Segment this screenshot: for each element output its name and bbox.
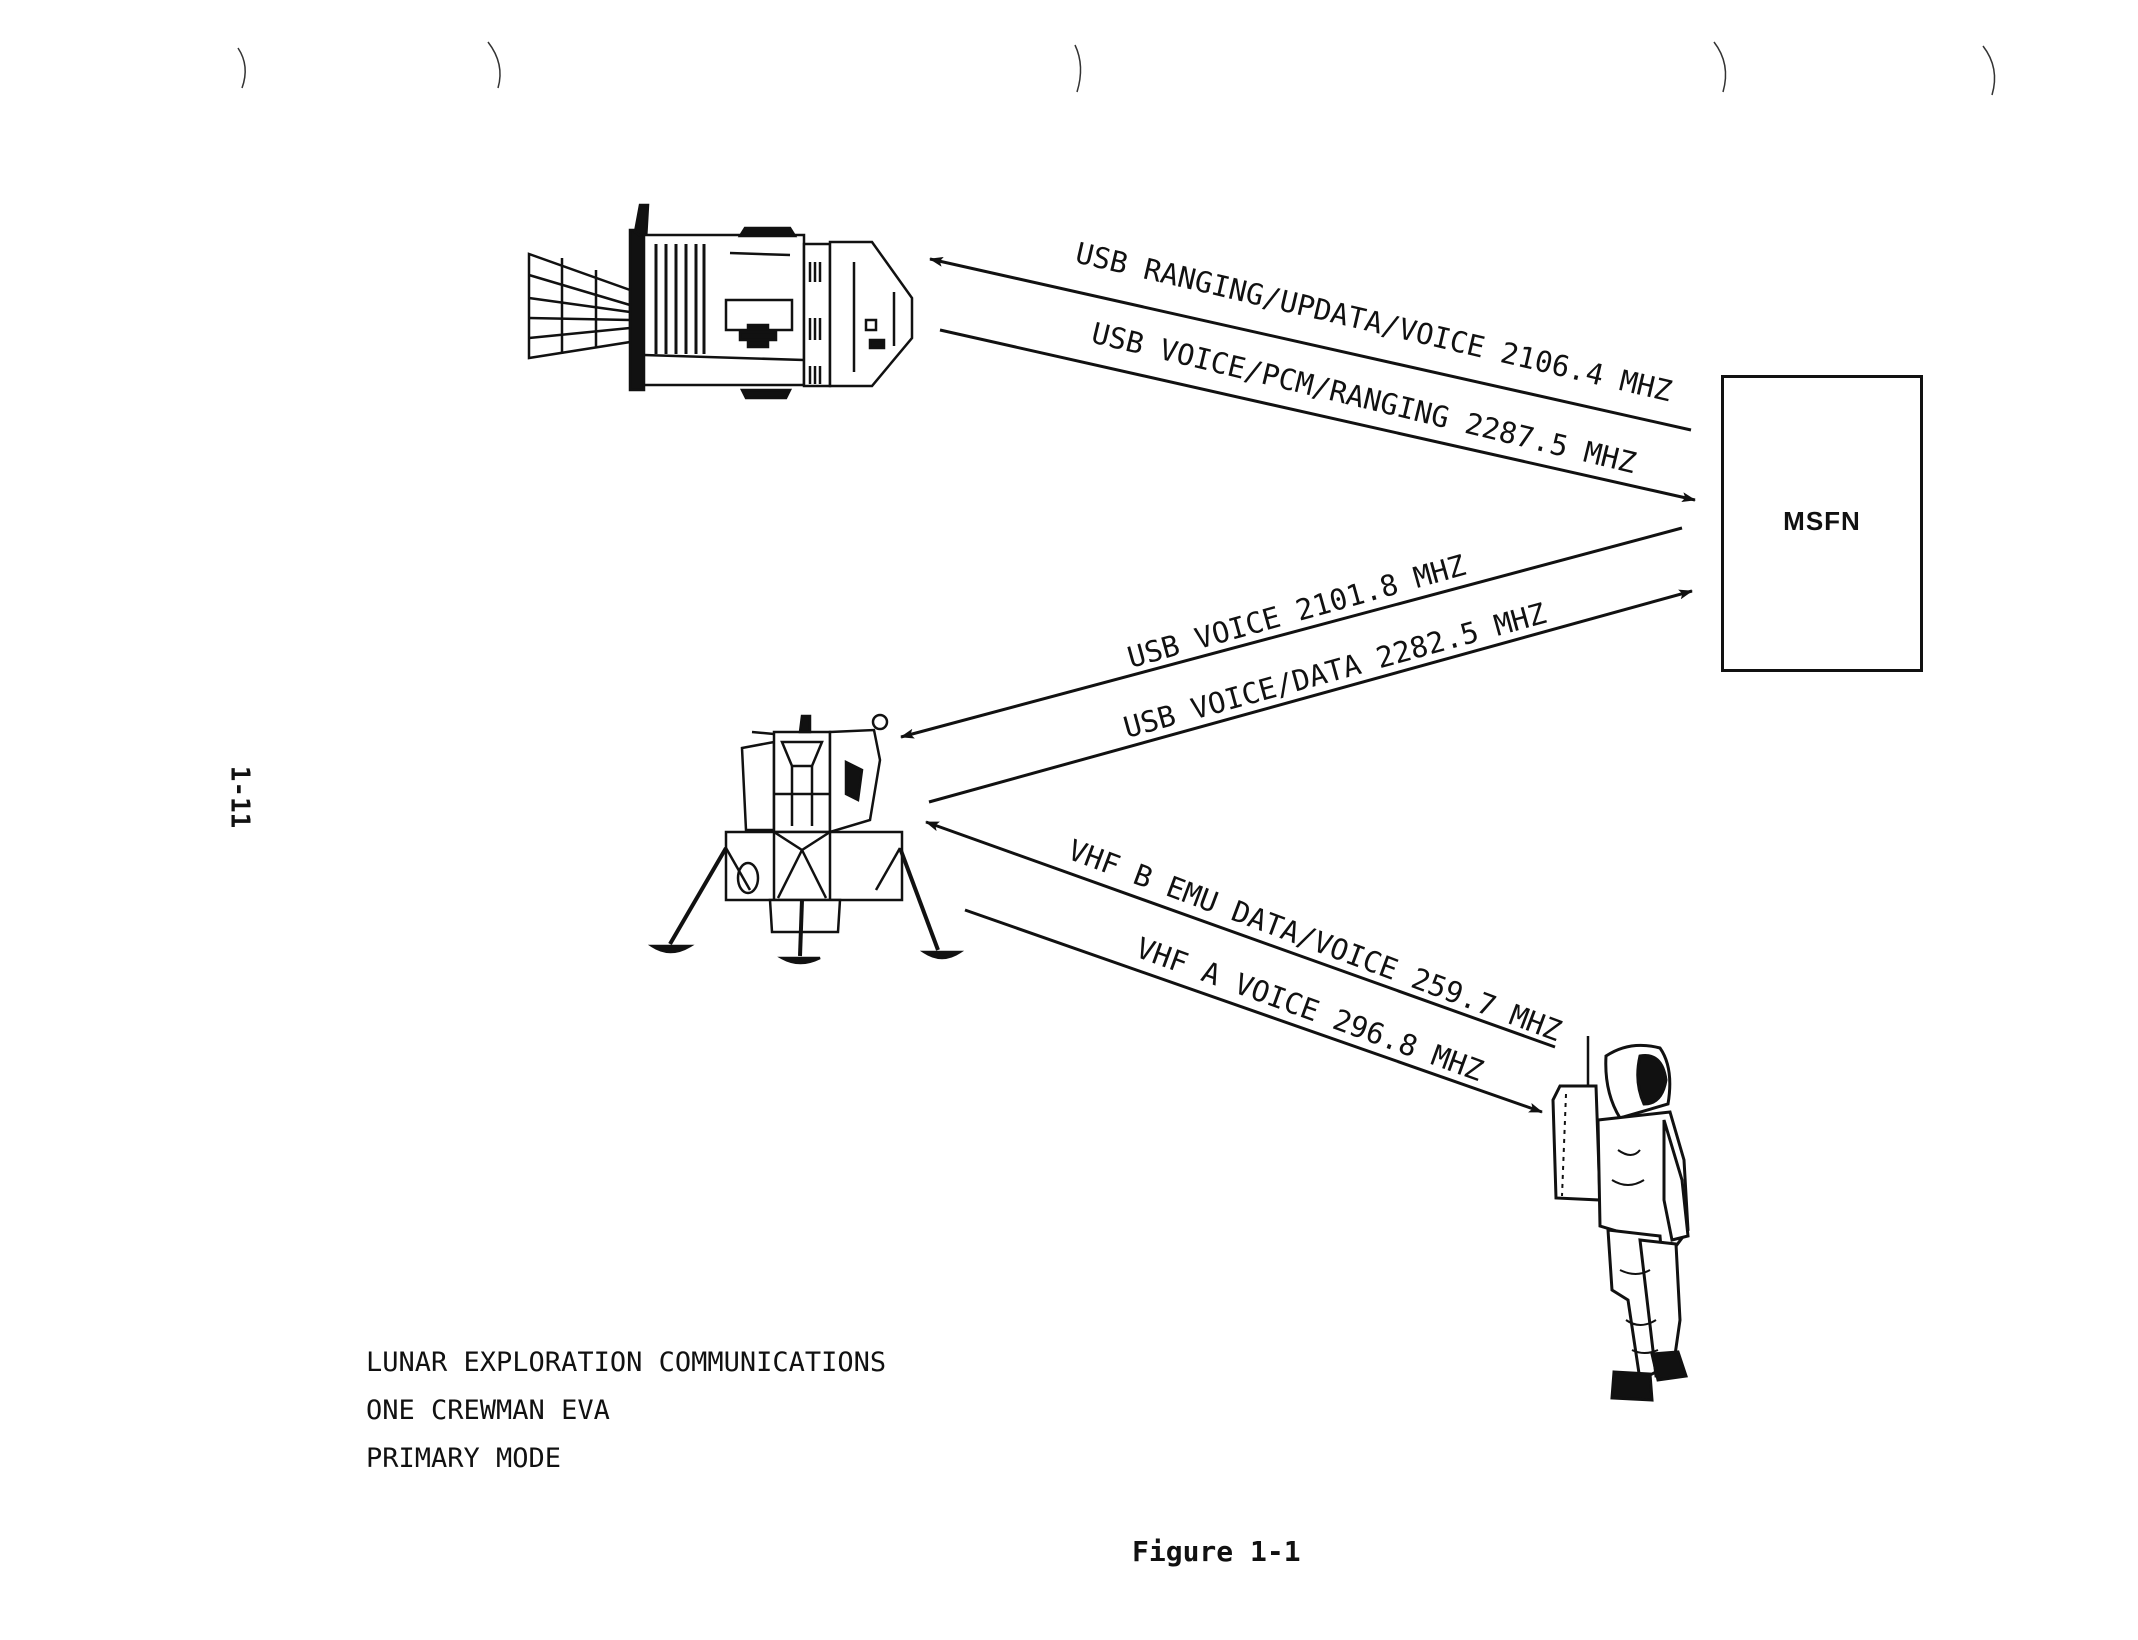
link-label-csm-to-msfn: USB VOICE/PCM/RANGING 2287.5 MHZ xyxy=(1088,316,1639,480)
binder-mark xyxy=(1074,44,1082,93)
link-arrow-eva-to-lm xyxy=(925,820,1556,1049)
link-arrow-lm-to-msfn xyxy=(928,589,1693,804)
link-arrow-msfn-to-csm xyxy=(929,256,1692,432)
astronaut-icon xyxy=(1551,1036,1690,1402)
title-line-3: PRIMARY MODE xyxy=(366,1443,562,1474)
title-line-1: LUNAR EXPLORATION COMMUNICATIONS xyxy=(366,1347,887,1378)
binder-mark xyxy=(487,41,501,89)
binder-mark xyxy=(1982,45,1996,96)
link-arrow-lm-to-eva xyxy=(964,908,1543,1114)
link-arrow-csm-to-msfn xyxy=(939,328,1696,503)
lunar-module-icon xyxy=(647,713,965,965)
binder-mark xyxy=(237,47,246,89)
title-line-2: ONE CREWMAN EVA xyxy=(366,1395,610,1426)
page-number: 1-11 xyxy=(224,765,255,829)
csm-spacecraft-icon xyxy=(527,203,914,400)
msfn-ground-station-box: MSFN xyxy=(1721,375,1923,672)
comm-links xyxy=(900,256,1696,1114)
figure-caption: Figure 1-1 xyxy=(1132,1535,1301,1568)
link-arrow-msfn-to-lm xyxy=(900,526,1683,739)
binder-hole-marks xyxy=(237,41,1996,96)
msfn-label: MSFN xyxy=(1783,506,1861,536)
binder-mark xyxy=(1713,41,1727,93)
